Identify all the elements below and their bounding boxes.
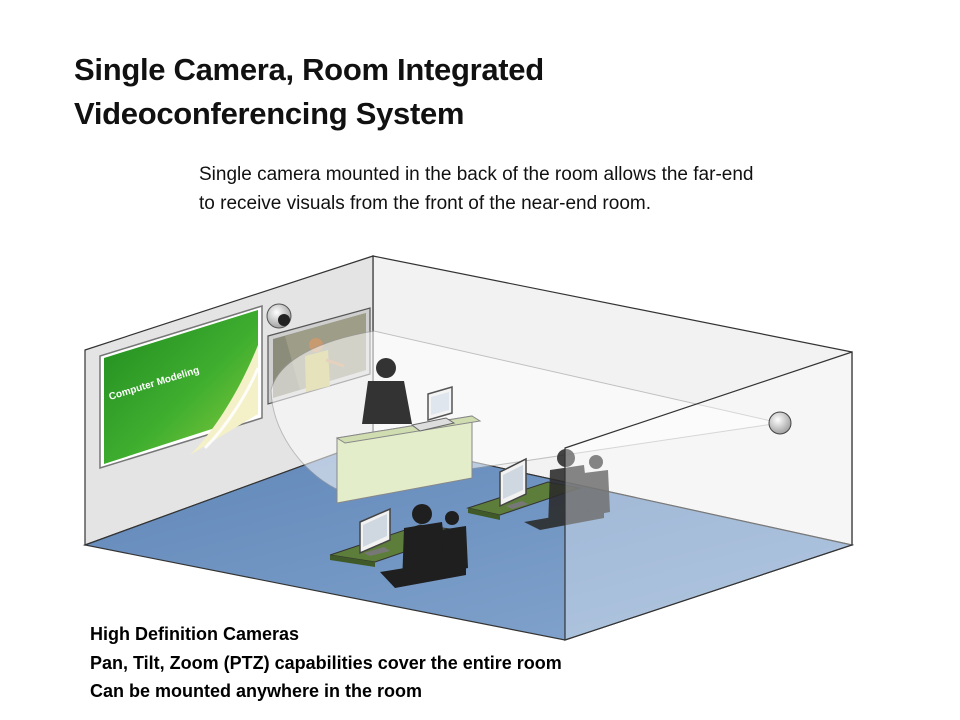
feature-list: High Definition Cameras Pan, Tilt, Zoom …	[90, 620, 710, 706]
lectern-monitor-icon	[410, 386, 456, 432]
description-line-1: Single camera mounted in the back of the…	[199, 164, 754, 185]
rear-camera-icon	[768, 411, 792, 435]
feature-item: Pan, Tilt, Zoom (PTZ) capabilities cover…	[90, 652, 562, 673]
feature-item: High Definition Cameras	[90, 624, 300, 644]
page-title: Single Camera, Room Integrated Videoconf…	[74, 48, 634, 136]
feature-item: Can be mounted anywhere in the room	[90, 681, 423, 701]
front-wall-camera-icon	[266, 303, 292, 329]
presenter-silhouette	[362, 358, 412, 424]
description-line-2: to receive visuals from the front of the…	[199, 193, 651, 214]
participants-right-silhouette	[524, 449, 610, 530]
presentation-screen: Computer Modeling	[99, 304, 263, 470]
participants-left-silhouette	[380, 504, 468, 588]
description: Single camera mounted in the back of the…	[199, 160, 799, 218]
title-line-1: Single Camera, Room Integrated	[74, 52, 544, 87]
title-line-2: Videoconferencing System	[74, 96, 465, 131]
